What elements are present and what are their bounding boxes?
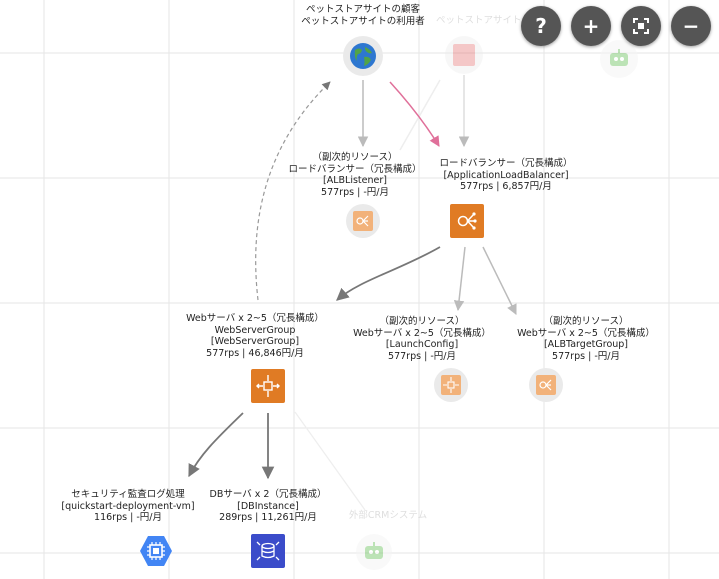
node-db[interactable] [251,534,285,568]
label-line: [quickstart-deployment-vm] [61,500,195,512]
node-customer-faded[interactable] [445,36,483,74]
node-launch-config[interactable] [434,368,468,402]
node-customer[interactable] [343,36,383,76]
label-line: Webサーバ x 2~5（冗長構成） [353,327,491,339]
globe-icon [350,43,376,69]
edge-alb-to-web [336,246,441,301]
label-line: [ALBTargetGroup] [543,339,629,350]
label-line: Webサーバ x 2~5（冗長構成） [186,313,324,324]
node-alb[interactable] [450,204,484,238]
label-line: 577rps | -円/月 [552,350,620,362]
zoom-in-button[interactable]: + [571,6,611,46]
node-web-group-label: Webサーバ x 2~5（冗長構成） WebServerGroup [WebSe… [186,313,324,359]
label-line: （副次的リソース） [312,152,398,163]
label-line: ペットストアサイトの顧客 [305,4,421,15]
node-alb-listener[interactable] [346,204,380,238]
node-alb-target-label: （副次的リソース） Webサーバ x 2~5（冗長構成） [ALBTargetG… [517,316,655,362]
label-line: 577rps | 46,846円/月 [206,347,304,359]
load-balancer-icon [536,375,556,395]
node-alb-listener-label: （副次的リソース） ロードバランサー（冗長構成） [ALBListener] 5… [288,152,421,198]
label-line: 外部CRMシステム [348,510,428,521]
label-line: [WebServerGroup] [210,336,300,347]
label-line: WebServerGroup [214,324,296,336]
zoom-toolbar: ? + − [521,6,711,46]
label-line: [ALBListener] [323,175,387,186]
label-line: [LaunchConfig] [385,339,459,350]
node-crm-label: 外部CRMシステム [349,510,427,522]
robot-icon [610,49,628,66]
node-web-group[interactable] [251,369,285,403]
label-line: ロードバランサー（冗長構成） [439,158,573,169]
fit-screen-icon [633,18,649,34]
label-line: 577rps | -円/月 [388,350,456,362]
node-customer-label: ペットストアサイトの顧客 ペットストアサイトの利用者 [301,4,425,27]
label-line: （副次的リソース） [379,316,465,327]
node-alb-label: ロードバランサー（冗長構成） [ApplicationLoadBalancer]… [439,158,572,193]
label-line: [DBInstance] [237,500,299,512]
load-balancer-icon [457,212,477,230]
node-alb-target[interactable] [529,368,563,402]
label-line: Webサーバ x 2~5（冗長構成） [517,327,655,339]
fit-view-button[interactable] [621,6,661,46]
zoom-out-button[interactable]: − [671,6,711,46]
load-balancer-icon [353,211,373,231]
help-button[interactable]: ? [521,6,561,46]
node-db-label: DBサーバ x 2（冗長構成） [DBInstance] 289rps | 11… [210,489,327,524]
label-line: ペットストアサイト... [436,15,531,26]
label-line: 577rps | -円/月 [321,186,389,198]
edge-web-to-security [188,412,244,478]
label-line: [ApplicationLoadBalancer] [443,169,569,181]
edges [188,75,517,511]
label-line: セキュリティ監査ログ処理 [71,489,185,500]
robot-icon [365,542,383,559]
edge-faded-to-listener [399,79,441,151]
edge-alb-to-launch [453,246,466,312]
label-line: ペットストアサイトの利用者 [301,15,425,27]
database-icon [256,541,280,561]
edge-web-to-crm [294,411,366,511]
node-crm[interactable] [356,534,392,570]
label-line: 116rps | -円/月 [94,512,162,523]
label-line: 289rps | 11,261円/月 [219,512,317,523]
label-line: 577rps | 6,857円/月 [460,181,552,192]
edge-web-to-customer [255,81,331,301]
autoscaling-icon [441,375,461,395]
node-security-vm-label: セキュリティ監査ログ処理 [quickstart-deployment-vm] … [61,489,194,524]
label-line: DBサーバ x 2（冗長構成） [209,489,327,500]
edge-alb-to-target [482,246,517,315]
autoscaling-icon [256,375,280,397]
node-launch-config-label: （副次的リソース） Webサーバ x 2~5（冗長構成） [LaunchConf… [353,316,491,362]
edge-customer-to-alb [389,81,440,147]
user-icon [453,44,475,66]
compute-engine-icon [140,536,172,566]
node-robot-faded[interactable] [600,40,638,78]
label-line: （副次的リソース） [543,316,629,327]
node-security-vm[interactable] [139,534,173,568]
label-line: ロードバランサー（冗長構成） [288,163,422,175]
node-customer-faded-label: ペットストアサイト... [436,15,531,27]
